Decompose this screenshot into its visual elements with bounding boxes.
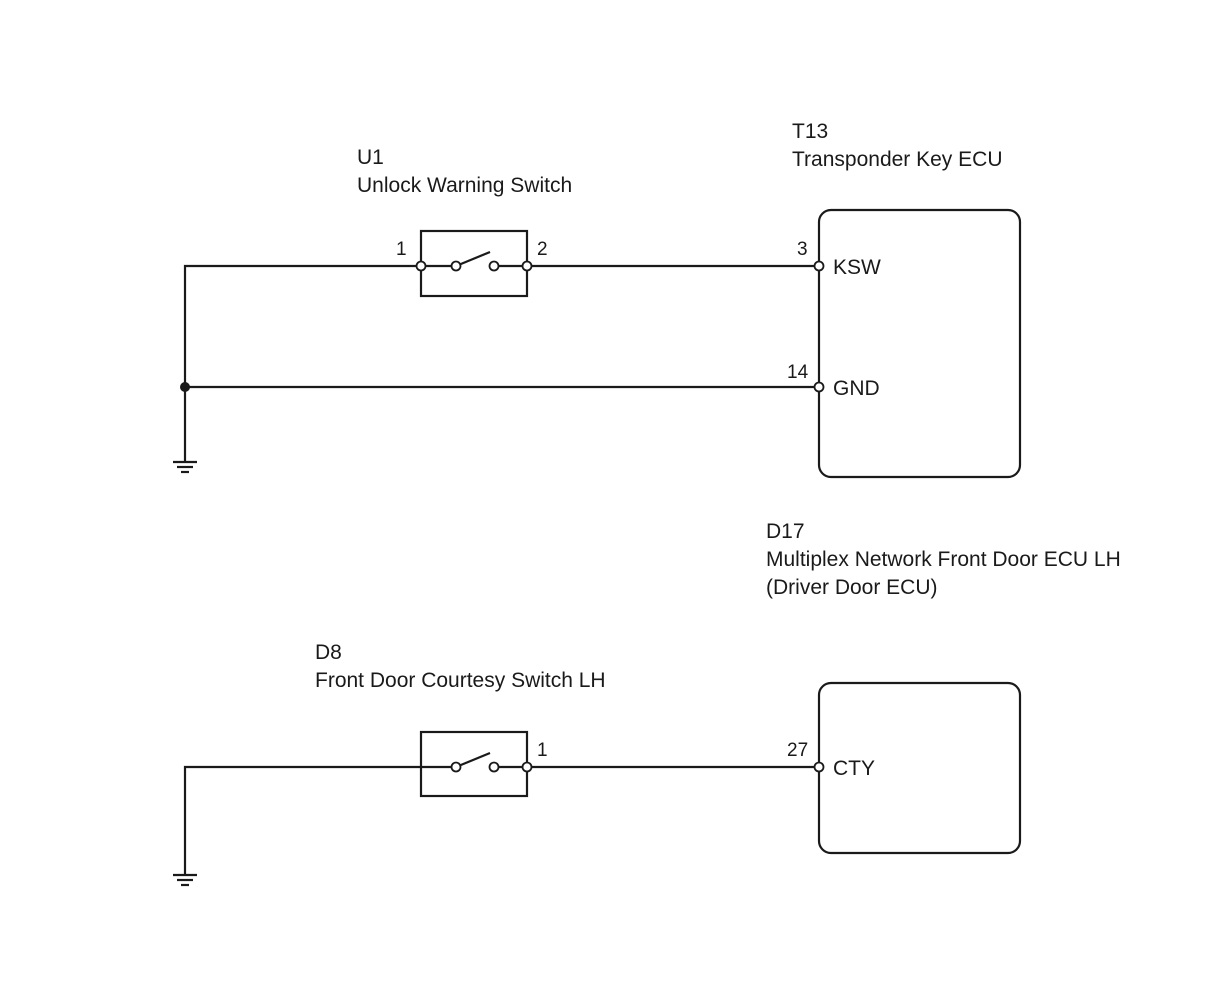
d8-code: D8 [315, 641, 342, 664]
t13-gnd-name: GND [833, 377, 880, 400]
t13-gnd-pin: 14 [787, 362, 809, 383]
junction-dot [180, 382, 190, 392]
d17-cty-name: CTY [833, 757, 875, 780]
d17-cty-pin: 27 [787, 740, 808, 761]
ground-icon [173, 873, 197, 887]
t13-code: T13 [792, 120, 828, 143]
u1-pin1-label: 1 [396, 239, 407, 260]
u1-pin2-label: 2 [537, 239, 548, 260]
d8-ground-wire [183, 765, 456, 875]
d17-cty-terminal [813, 761, 825, 773]
d8-switch-icon [421, 751, 527, 773]
t13-ksw-terminal [813, 260, 825, 272]
u1-switch-icon [421, 250, 527, 272]
t13-ksw-name: KSW [833, 256, 881, 279]
u1-switch-box [419, 229, 529, 298]
d8-switch-box [419, 730, 529, 798]
d8-name: Front Door Courtesy Switch LH [315, 669, 606, 692]
top-circuit: T13 Transponder Key ECU U1 Unlock Warnin… [173, 120, 1022, 479]
u1-pin1-ground-wire [183, 264, 421, 462]
u1-code: U1 [357, 146, 384, 169]
d17-code: D17 [766, 520, 805, 543]
d8-pin1-label: 1 [537, 740, 548, 761]
u1-pin1-terminal [415, 260, 427, 272]
d17-name: Multiplex Network Front Door ECU LH [766, 548, 1121, 571]
t13-gnd-terminal [813, 381, 825, 393]
u1-name: Unlock Warning Switch [357, 174, 572, 197]
t13-ksw-pin: 3 [797, 239, 808, 260]
d17-subname: (Driver Door ECU) [766, 576, 938, 599]
d8-pin1-terminal [521, 761, 533, 773]
t13-ecu-box [817, 208, 1022, 479]
t13-name: Transponder Key ECU [792, 148, 1002, 171]
bottom-circuit: D17 Multiplex Network Front Door ECU LH … [173, 520, 1121, 887]
ground-icon [173, 460, 197, 474]
u1-pin2-terminal [521, 260, 533, 272]
